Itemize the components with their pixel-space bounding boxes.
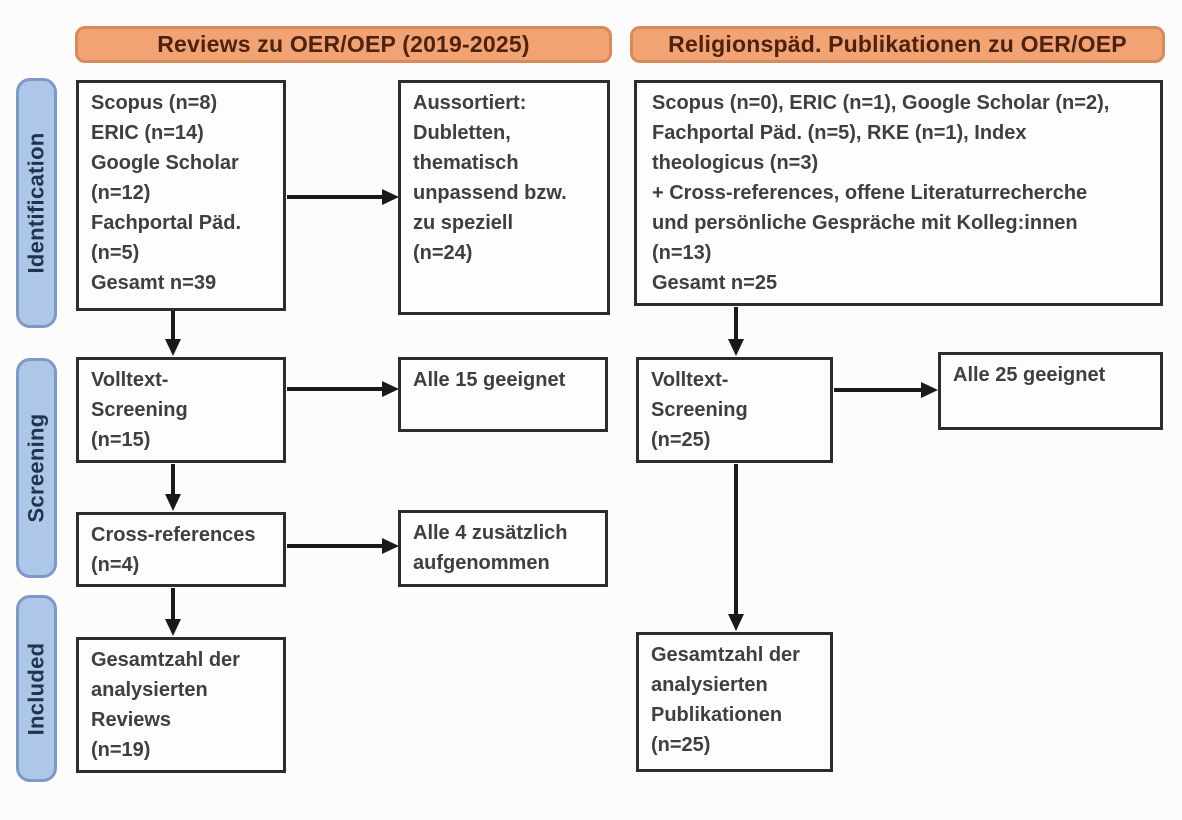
- box-left-sources: Scopus (n=8) ERIC (n=14) Google Scholar …: [76, 80, 286, 311]
- arrow-left-sources-to-excluded: [287, 189, 399, 205]
- arrow-left-fulltext-to-crossref: [165, 464, 181, 511]
- box-left-cross-references: Cross-references (n=4): [76, 512, 286, 587]
- stage-label-screening-text: Screening: [23, 413, 49, 523]
- box-right-fulltext-screening: Volltext- Screening (n=25): [636, 357, 833, 463]
- stage-label-identification: Identification: [16, 78, 57, 328]
- arrow-right-fulltext-to-total: [728, 464, 744, 631]
- arrow-right-sources-to-fulltext: [728, 307, 744, 356]
- arrow-left-fulltext-to-eligible: [287, 381, 399, 397]
- arrow-left-sources-to-fulltext: [165, 311, 181, 356]
- box-right-eligible: Alle 25 geeignet: [938, 352, 1163, 430]
- stage-label-screening: Screening: [16, 358, 57, 578]
- arrow-left-crossref-to-added: [287, 538, 399, 554]
- box-left-added: Alle 4 zusätzlich aufgenommen: [398, 510, 608, 587]
- box-right-sources: Scopus (n=0), ERIC (n=1), Google Scholar…: [634, 80, 1163, 306]
- box-right-total: Gesamtzahl der analysierten Publikatione…: [636, 632, 833, 772]
- stage-label-included: Included: [16, 595, 57, 782]
- box-left-total: Gesamtzahl der analysierten Reviews (n=1…: [76, 637, 286, 773]
- stage-label-identification-text: Identification: [23, 132, 49, 274]
- column-header-religionspaed: Religionspäd. Publikationen zu OER/OEP: [630, 26, 1165, 63]
- stage-label-included-text: Included: [23, 642, 49, 735]
- arrow-left-crossref-to-total: [165, 588, 181, 636]
- column-header-reviews: Reviews zu OER/OEP (2019-2025): [75, 26, 612, 63]
- box-left-excluded: Aussortiert: Dubletten, thematisch unpas…: [398, 80, 610, 315]
- box-left-eligible: Alle 15 geeignet: [398, 357, 608, 432]
- box-left-fulltext-screening: Volltext- Screening (n=15): [76, 357, 286, 463]
- arrow-right-fulltext-to-eligible: [834, 382, 938, 398]
